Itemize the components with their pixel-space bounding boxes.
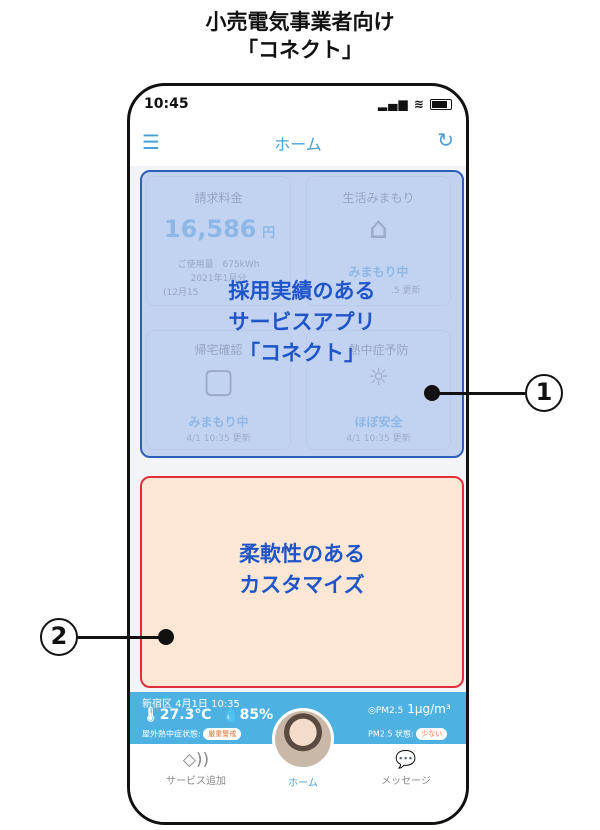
menu-icon[interactable]: ☰ (142, 130, 160, 154)
phone-frame: 10:45 ▂▄▆ ≋ ☰ ホーム ↻ 請求料金 16,586 円 ご使用量 6… (127, 83, 469, 825)
heat-state-label: 屋外熱中症状態: (142, 729, 201, 739)
overlay2-line1: 柔軟性のある (239, 542, 365, 566)
weather-temp: 27.3℃ (159, 707, 212, 723)
status-time: 10:45 (144, 96, 189, 112)
add-service-icon: ◇)) (182, 750, 210, 770)
bill-month: 2021年1月分 (190, 274, 247, 284)
tab-add-service[interactable]: ◇)) サービス追加 (156, 750, 236, 787)
callout-2-dot (158, 629, 174, 645)
heat-state: 屋外熱中症状態: 厳重警戒 (142, 728, 242, 740)
thermometer-icon: 🌡 (142, 707, 160, 723)
sun-icon: ☼ (367, 363, 390, 391)
overlay2-text: 柔軟性のある カスタマイズ (140, 539, 464, 601)
wifi-icon: ≋ (413, 97, 425, 111)
home-status: みまもり中 (188, 415, 249, 429)
pm-value: 1μg/m³ (407, 702, 451, 716)
watch-card-label: 生活みまもり (342, 191, 415, 205)
overlay1-line2: サービスアプリ (228, 310, 376, 334)
callout-1-badge: 1 (525, 374, 563, 412)
highlight-box-2 (140, 476, 464, 688)
callout-1-line (432, 392, 525, 395)
bill-period: (12月15 (163, 288, 199, 298)
highlight-box-1 (140, 170, 464, 458)
callout-2-badge: 2 (40, 618, 78, 656)
tab-add-label: サービス追加 (166, 776, 226, 787)
overlay1-line3: 「コネクト」 (239, 341, 365, 365)
bill-amount-value: 16,586 (163, 215, 257, 243)
pm-state-label: PM2.5 状態: (368, 729, 414, 739)
weather-location: 新宿区 4月1日 10:35 (142, 699, 240, 710)
heat-card-label: 熱中症予防 (348, 343, 409, 357)
pm-reading: ◎PM2.5 1μg/m³ (368, 702, 451, 716)
callout-2-line (78, 636, 165, 639)
watch-card[interactable]: 生活みまもり ⌂ みまもり中 .5 更新 (306, 176, 451, 306)
diagram-title-line1: 小売電気事業者向け (205, 10, 395, 34)
weather-humidity: 85% (239, 707, 274, 723)
watch-status: みまもり中 (348, 265, 409, 279)
tab-message[interactable]: 💬 メッセージ (366, 750, 446, 787)
tab-message-label: メッセージ (381, 776, 431, 787)
overlay2-line2: カスタマイズ (239, 573, 365, 597)
bill-amount: 16,586 円 (147, 215, 292, 243)
drop-icon: 💧 (222, 707, 240, 723)
house-icon: ⌂ (368, 211, 389, 246)
signal-icon: ▂▄▆ (377, 97, 409, 111)
heat-time: 4/1 10:35 更新 (346, 434, 411, 444)
backpack-icon: ▢ (202, 361, 235, 401)
cards-layer: 請求料金 16,586 円 ご使用量 675kWh 2021年1月分 (12月1… (130, 86, 466, 486)
diagram-title-line2: 「コネクト」 (237, 38, 363, 62)
bill-card-label: 請求料金 (194, 191, 243, 205)
overlay1-line1: 採用実績のある (228, 279, 376, 303)
watch-time: .5 更新 (391, 286, 421, 296)
home-avatar[interactable] (272, 708, 334, 770)
weather-readings: 🌡27.3℃ 💧85% (142, 707, 273, 723)
bill-amount-unit: 円 (262, 226, 276, 241)
pm-state: PM2.5 状態: 少ない (368, 728, 448, 740)
message-icon: 💬 (395, 750, 417, 770)
tab-home[interactable]: ホーム (288, 778, 318, 789)
overlay1-text: 採用実績のある サービスアプリ 「コネクト」 (140, 276, 464, 369)
home-card-label: 帰宅確認 (194, 343, 243, 357)
nav-title: ホーム (274, 135, 322, 154)
bill-card[interactable]: 請求料金 16,586 円 ご使用量 675kWh 2021年1月分 (12月1… (146, 176, 291, 306)
status-icons: ▂▄▆ ≋ (378, 97, 452, 111)
heat-status: ほぼ安全 (354, 415, 403, 429)
refresh-icon[interactable]: ↻ (437, 128, 454, 152)
battery-icon (430, 99, 452, 110)
pm-label: PM2.5 (375, 706, 404, 716)
home-time: 4/1 10:35 更新 (186, 434, 251, 444)
pm-state-badge: 少ない (416, 728, 448, 740)
home-card[interactable]: 帰宅確認 ▢ みまもり中 4/1 10:35 更新 (146, 330, 291, 450)
bill-usage: ご使用量 675kWh (177, 260, 260, 270)
pm-icon: ◎ (368, 706, 376, 716)
heat-state-badge: 厳重警戒 (203, 728, 242, 740)
